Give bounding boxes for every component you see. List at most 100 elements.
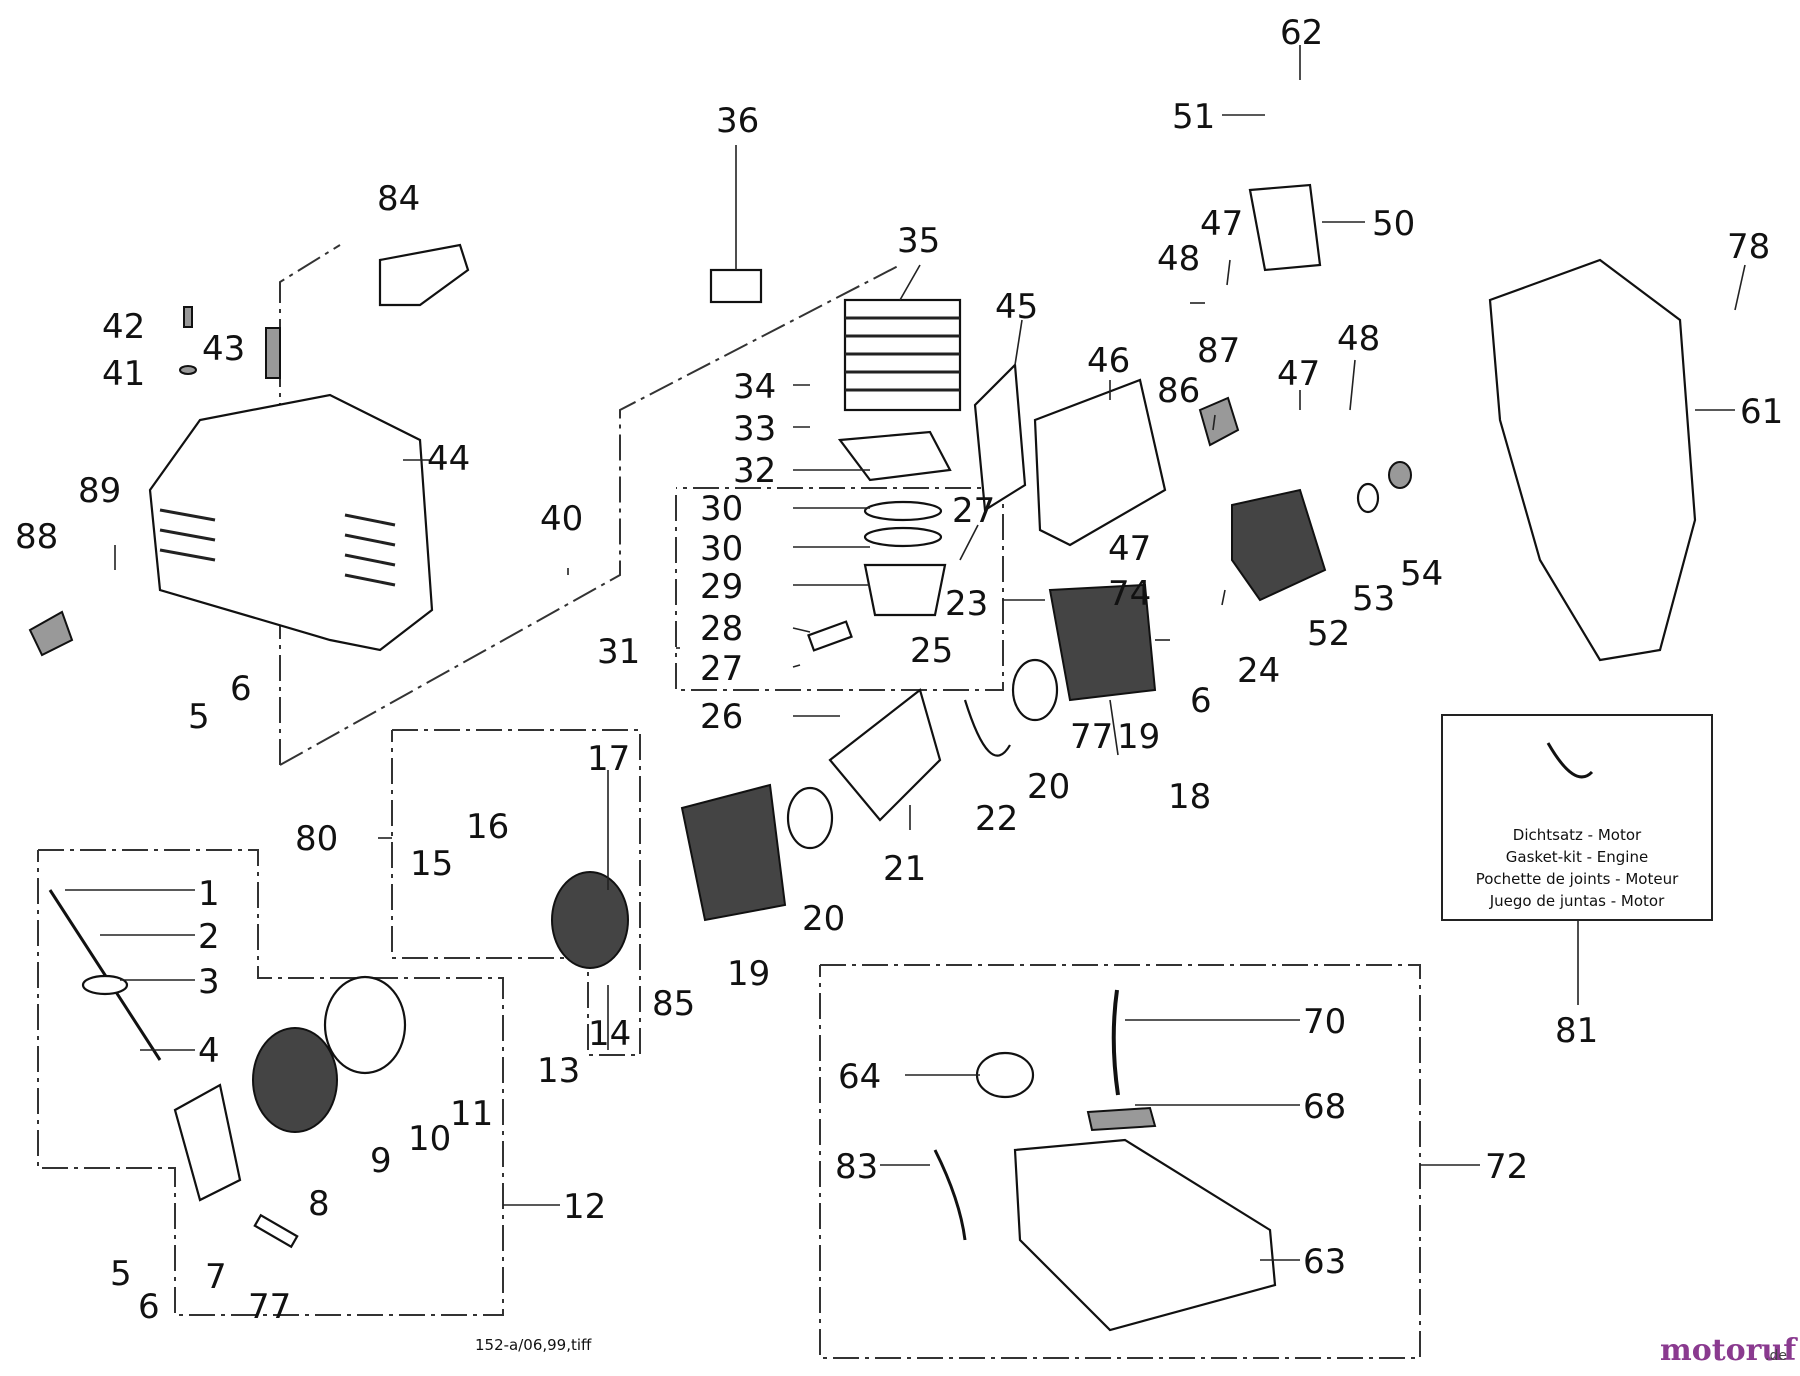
seal-22-shape: [963, 699, 1011, 757]
clip-83-shape: [933, 1149, 967, 1241]
label-70: 70: [1303, 1002, 1346, 1042]
label-35: 35: [897, 221, 940, 261]
label-47-upper: 47: [1200, 204, 1243, 244]
label-27-upper: 27: [952, 491, 995, 531]
legend-line-en: Gasket-kit - Engine: [1506, 848, 1648, 866]
label-33: 33: [733, 409, 776, 449]
piston-group-box: [675, 487, 1004, 691]
label-26: 26: [700, 697, 743, 737]
label-3: 3: [198, 962, 220, 1002]
label-46: 46: [1087, 341, 1130, 381]
bearing-20b-shape: [786, 786, 834, 850]
label-45: 45: [995, 287, 1038, 327]
flywheel-shape: [1231, 488, 1327, 602]
label-50: 50: [1372, 204, 1415, 244]
label-86: 86: [1157, 371, 1200, 411]
cover-outline-right: [279, 264, 901, 766]
parts: [28, 183, 1697, 1332]
label-53: 53: [1352, 579, 1395, 619]
label-5-upper: 5: [188, 697, 210, 737]
nut-87-shape: [1198, 396, 1240, 447]
label-74: 74: [1108, 574, 1151, 614]
label-44: 44: [427, 439, 470, 479]
label-19-right: 19: [1117, 717, 1160, 757]
washer-41-shape: [179, 365, 197, 375]
label-48-upper: 48: [1157, 239, 1200, 279]
label-11: 11: [450, 1094, 493, 1134]
label-54: 54: [1400, 554, 1443, 594]
label-34: 34: [733, 367, 776, 407]
label-9: 9: [370, 1141, 392, 1181]
label-85: 85: [652, 984, 695, 1024]
label-28: 28: [700, 609, 743, 649]
label-24: 24: [1237, 651, 1280, 691]
pawl-9-shape: [323, 975, 407, 1075]
label-87: 87: [1197, 331, 1240, 371]
screw-42-shape: [183, 306, 193, 328]
label-20-right: 20: [1027, 767, 1070, 807]
label-51: 51: [1172, 97, 1215, 137]
fuel-tank-shape: [1013, 1138, 1277, 1332]
label-15: 15: [410, 844, 453, 884]
label-4: 4: [198, 1031, 220, 1071]
label-32: 32: [733, 451, 776, 491]
muffler-plate-shape: [973, 362, 1027, 512]
label-6-left: 6: [230, 669, 252, 709]
label-83: 83: [835, 1147, 878, 1187]
label-47-mid: 47: [1277, 354, 1320, 394]
nut-54-shape: [1388, 461, 1412, 489]
fan-housing-shape: [1488, 258, 1697, 662]
base-gasket-shape: [837, 430, 952, 482]
piston-shape: [863, 563, 947, 617]
crankcase-left-shape: [680, 783, 787, 922]
label-43: 43: [202, 329, 245, 369]
label-6-right: 6: [1190, 681, 1212, 721]
label-40: 40: [540, 499, 583, 539]
cylinder-fins: [845, 316, 960, 392]
label-2: 2: [198, 917, 220, 957]
label-30-lower: 30: [700, 529, 743, 569]
legend-line-es: Juego de juntas - Motor: [1489, 892, 1665, 910]
label-7: 7: [205, 1257, 227, 1297]
label-21: 21: [883, 849, 926, 889]
label-31: 31: [597, 632, 640, 672]
roll-pin-77-shape: [253, 1213, 299, 1249]
label-63: 63: [1303, 1242, 1346, 1282]
ignition-coil-shape: [1248, 183, 1322, 272]
tank-group-box: [819, 964, 1421, 1359]
leader-lines: [65, 45, 1746, 1261]
brand-watermark: motoruf .de: [1660, 1333, 1798, 1368]
label-68: 68: [1303, 1087, 1346, 1127]
muffler-shape: [1033, 378, 1167, 547]
label-19-left: 19: [727, 954, 770, 994]
legend-line-de: Dichtsatz - Motor: [1513, 826, 1642, 844]
label-72: 72: [1485, 1147, 1528, 1187]
label-88: 88: [15, 517, 58, 557]
label-1: 1: [198, 874, 220, 914]
label-62: 62: [1280, 13, 1323, 53]
label-8: 8: [308, 1184, 330, 1224]
label-61: 61: [1740, 392, 1783, 432]
spark-plug-shape: [265, 327, 281, 379]
label-78: 78: [1727, 227, 1770, 267]
drawing-id: 152-a/06,99,tiff: [475, 1336, 592, 1354]
label-89: 89: [78, 471, 121, 511]
ring-30b-shape: [863, 526, 943, 548]
label-10: 10: [408, 1119, 451, 1159]
label-42: 42: [102, 307, 145, 347]
label-64: 64: [838, 1057, 881, 1097]
knob-88-shape: [28, 610, 74, 657]
spring-8-shape: [252, 1027, 338, 1133]
engine-cover-shape: [148, 393, 434, 652]
label-12: 12: [563, 1187, 606, 1227]
crankshaft-shape: [828, 688, 942, 822]
label-84: 84: [377, 179, 420, 219]
label-18: 18: [1168, 777, 1211, 817]
spark-plug-cap-shape: [378, 243, 470, 307]
legend-line-fr: Pochette de joints - Moteur: [1476, 870, 1679, 888]
label-41: 41: [102, 354, 145, 394]
label-29: 29: [700, 567, 743, 607]
label-17: 17: [587, 739, 630, 779]
label-16: 16: [466, 807, 509, 847]
bearing-20a-shape: [1011, 658, 1059, 722]
